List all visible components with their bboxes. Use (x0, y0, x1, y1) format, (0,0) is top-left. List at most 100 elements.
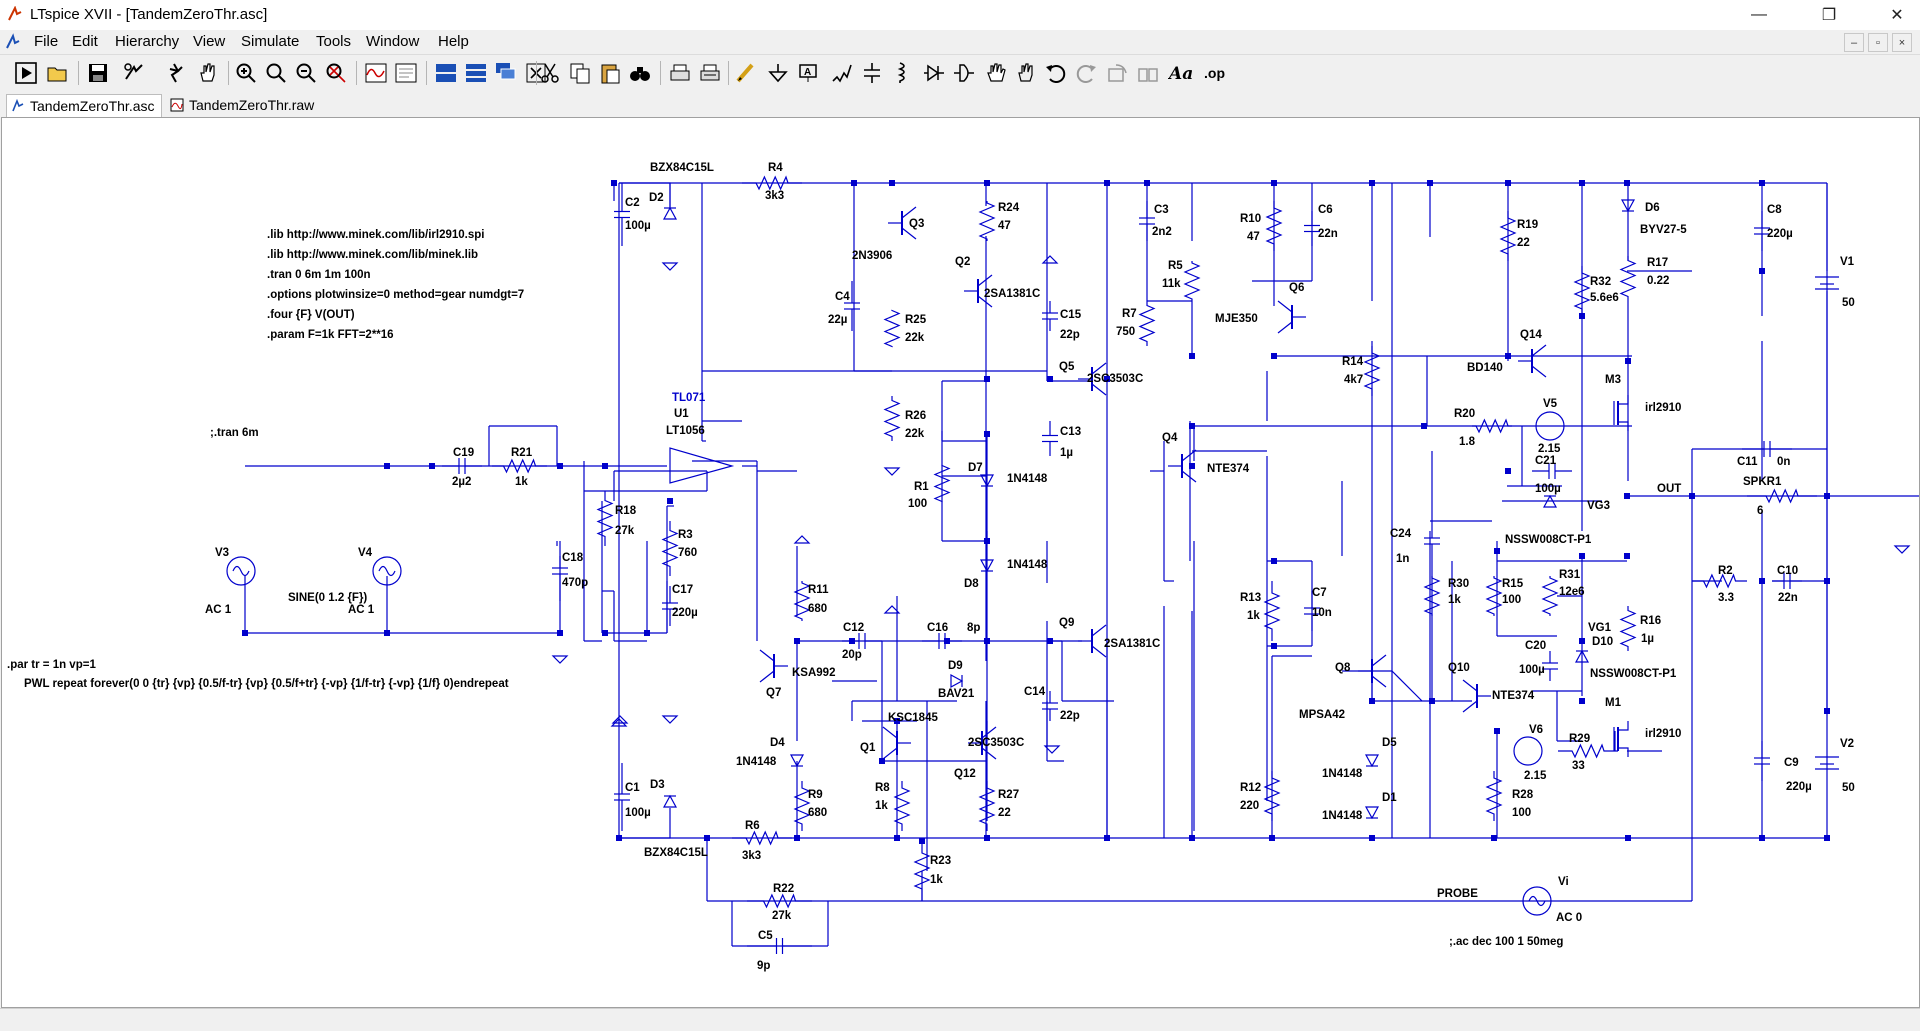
resistor-icon[interactable] (830, 61, 854, 85)
capacitor-C4[interactable] (844, 281, 860, 331)
diode-D10[interactable] (1574, 649, 1590, 663)
zener-D3[interactable] (662, 794, 678, 808)
tab-schematic[interactable]: TandemZeroThr.asc (6, 94, 162, 117)
redo-icon[interactable] (1074, 61, 1098, 85)
resistor-R15[interactable] (1485, 576, 1503, 616)
capacitor-C24[interactable] (1424, 521, 1440, 561)
resistor-R10[interactable] (1265, 201, 1283, 251)
resistor-R9[interactable] (793, 781, 811, 831)
transistor-Q9[interactable] (1078, 624, 1107, 658)
source-V6[interactable] (1513, 736, 1543, 766)
resistor-R2-SPKR1[interactable] (1747, 488, 1817, 504)
opamp-U1[interactable] (669, 447, 757, 484)
battery-V1[interactable] (1815, 276, 1839, 290)
resistor-R23[interactable] (913, 841, 931, 901)
capacitor-C3[interactable] (1139, 201, 1155, 241)
capacitor-C15[interactable] (1042, 301, 1058, 331)
transistor-Q1[interactable] (882, 726, 911, 760)
resistor-R16[interactable] (1619, 606, 1637, 651)
menu-edit[interactable]: Edit (72, 33, 98, 50)
zener-D2[interactable] (662, 206, 678, 220)
run-icon[interactable] (14, 61, 38, 85)
menu-tools[interactable]: Tools (316, 33, 352, 50)
transistor-Q10[interactable] (1462, 679, 1491, 713)
resistor-R32[interactable] (1573, 266, 1591, 316)
resistor-R17[interactable] (1619, 256, 1637, 301)
cut-icon[interactable] (538, 61, 562, 85)
resistor-R19[interactable] (1499, 211, 1517, 261)
capacitor-icon[interactable] (860, 61, 884, 85)
capacitor-C7[interactable] (1304, 591, 1320, 631)
diode-D6[interactable] (1620, 199, 1636, 213)
resistor-R2[interactable] (1692, 573, 1747, 589)
inductor-icon[interactable] (890, 61, 914, 85)
transistor-Q5[interactable] (1078, 362, 1107, 396)
waveform-icon[interactable] (364, 61, 388, 85)
diode-VG3[interactable] (1542, 494, 1558, 508)
resistor-R28[interactable] (1485, 771, 1503, 821)
mdi-close-button[interactable]: × (1892, 33, 1912, 52)
resistor-R26[interactable] (883, 396, 901, 441)
transistor-Q2[interactable] (964, 274, 993, 308)
resistor-R31[interactable] (1541, 576, 1559, 616)
source-V4[interactable] (372, 556, 402, 586)
resistor-R11[interactable] (793, 581, 811, 621)
save-icon[interactable] (86, 61, 110, 85)
undo-icon[interactable] (1044, 61, 1068, 85)
diode-D8[interactable] (979, 559, 995, 573)
resistor-R4[interactable] (742, 175, 802, 191)
source-V3[interactable] (226, 556, 256, 586)
copy-icon[interactable] (568, 61, 592, 85)
capacitor-C2[interactable] (614, 183, 630, 246)
menu-file[interactable]: File (34, 33, 59, 50)
draw-wire-icon[interactable] (734, 61, 758, 85)
capacitor-C18[interactable] (552, 541, 568, 601)
cascade-icon[interactable] (494, 61, 518, 85)
halt-icon[interactable] (164, 61, 188, 85)
open-folder-icon[interactable] (46, 61, 70, 85)
control-panel-icon[interactable] (122, 61, 146, 85)
diode-D5[interactable] (1364, 754, 1380, 768)
resistor-R12[interactable] (1263, 771, 1281, 821)
resistor-R21[interactable] (492, 458, 547, 474)
zoom-out-icon[interactable] (294, 61, 318, 85)
resistor-R13[interactable] (1263, 581, 1281, 641)
resistor-R20[interactable] (1472, 418, 1512, 434)
diode-D1[interactable] (1364, 806, 1380, 820)
resistor-R24[interactable] (978, 201, 996, 241)
capacitor-C8[interactable] (1754, 211, 1770, 251)
pan-hand-icon[interactable] (196, 61, 220, 85)
mdi-restore-button[interactable]: ▫ (1868, 33, 1888, 52)
zoom-in-icon[interactable] (234, 61, 258, 85)
resistor-R18[interactable] (596, 491, 614, 546)
capacitor-C20[interactable] (1542, 651, 1558, 681)
capacitor-C6[interactable] (1304, 211, 1320, 246)
capacitor-C14[interactable] (1042, 691, 1058, 721)
menu-view[interactable]: View (193, 33, 226, 50)
restore-button[interactable]: ❐ (1821, 7, 1837, 24)
resistor-R6[interactable] (732, 830, 792, 846)
tile-horizontal-icon[interactable] (434, 61, 458, 85)
resistor-R27[interactable] (978, 781, 996, 831)
transistor-Q6[interactable] (1277, 300, 1306, 334)
print-icon[interactable] (698, 61, 722, 85)
spice-directive-button[interactable]: .op (1204, 65, 1225, 81)
transistor-Q8[interactable] (1358, 654, 1387, 688)
resistor-R8[interactable] (893, 781, 911, 831)
capacitor-C10[interactable] (1772, 573, 1802, 589)
drag-hand-icon[interactable] (1014, 61, 1038, 85)
diode-D7[interactable] (979, 474, 995, 488)
capacitor-C17[interactable] (662, 586, 678, 626)
zoom-fit-icon[interactable] (324, 61, 348, 85)
mdi-minimize-button[interactable]: – (1844, 33, 1864, 52)
find-icon[interactable] (628, 61, 652, 85)
capacitor-C1[interactable] (614, 763, 630, 831)
ground-icon[interactable] (766, 61, 790, 85)
capacitor-C9[interactable] (1754, 741, 1770, 781)
resistor-R22[interactable] (747, 893, 812, 909)
text-icon[interactable]: Aa (1168, 61, 1192, 85)
netlist-icon[interactable] (394, 61, 418, 85)
capacitor-C19[interactable] (442, 458, 482, 474)
paste-icon[interactable] (598, 61, 622, 85)
